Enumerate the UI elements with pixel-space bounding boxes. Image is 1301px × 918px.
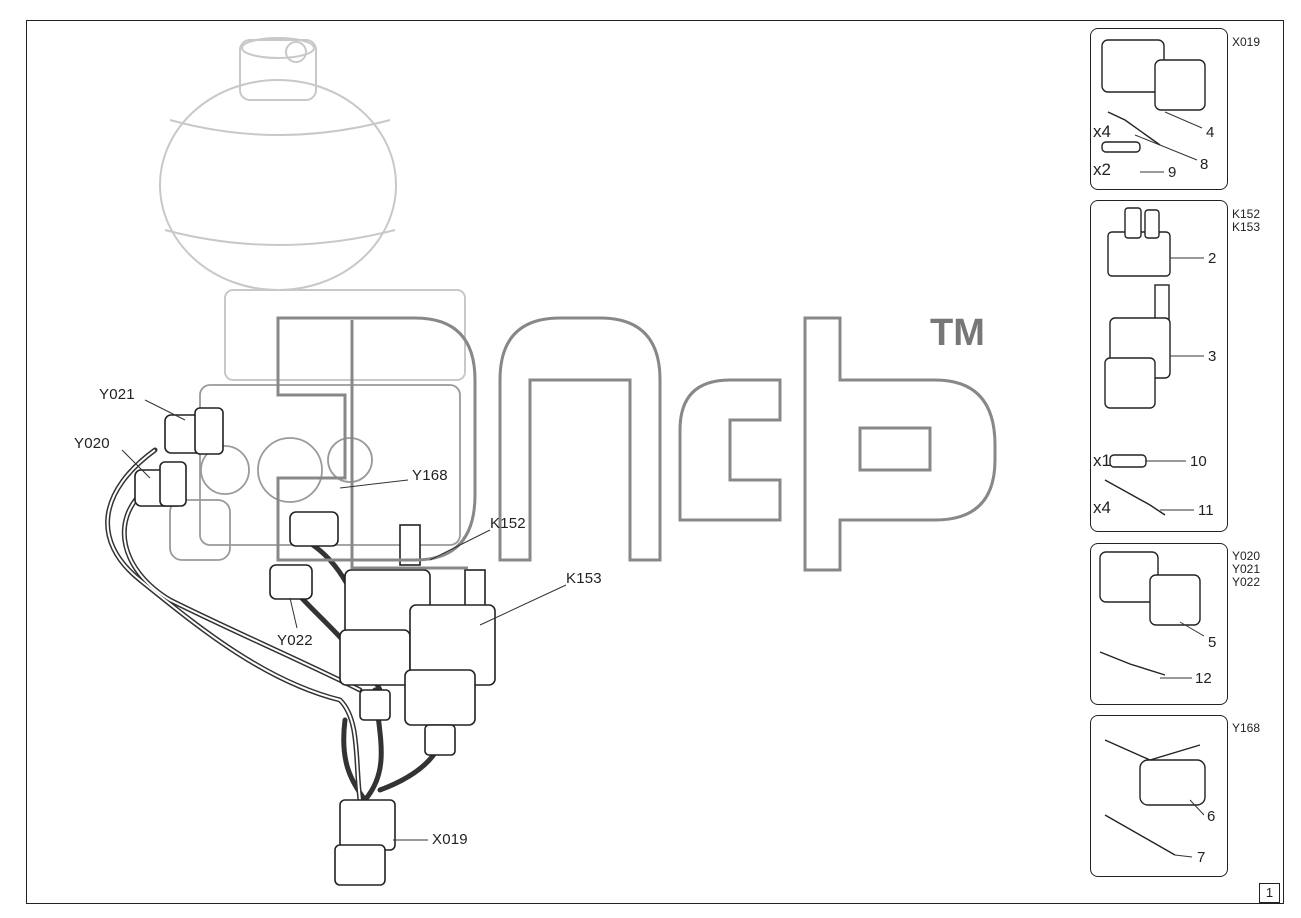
parts-panel-x019 <box>1090 28 1228 190</box>
panel4-code-y168: Y168 <box>1232 721 1261 735</box>
parts-panel-y020-y022 <box>1090 543 1228 705</box>
leader-lines <box>121 399 567 841</box>
panel2-qty-x1: x1 <box>1093 451 1111 470</box>
panel1-part-8: 8 <box>1200 156 1209 173</box>
watermark-logo <box>276 316 997 572</box>
connector-y021-shape <box>164 407 224 455</box>
panel3-code-y021: Y021 <box>1232 562 1261 576</box>
drawing-frame <box>26 20 1284 904</box>
panel2-code-k153: K153 <box>1232 220 1261 234</box>
trademark-mark: TM <box>930 312 985 354</box>
panel3-code-y020: Y020 <box>1232 549 1261 563</box>
panel1-code: X019 <box>1232 35 1261 49</box>
panel2-part-2: 2 <box>1208 250 1217 267</box>
connector-x019-shape <box>334 799 396 886</box>
part-drawings <box>1099 39 1206 856</box>
panel1-qty-x4: x4 <box>1093 122 1111 141</box>
connector-y168-shape <box>289 511 339 547</box>
panel2-code-k152: K152 <box>1232 207 1261 221</box>
panel2-qty-x4: x4 <box>1093 498 1111 517</box>
connector-y020-shape <box>134 461 187 507</box>
panel1-part-9: 9 <box>1168 164 1177 181</box>
panel3-part-12: 12 <box>1195 670 1212 687</box>
parts-panel-y168 <box>1090 715 1228 877</box>
page-number: 1 <box>1259 883 1280 903</box>
panel2-part-11: 11 <box>1198 502 1214 519</box>
panel4-part-6: 6 <box>1207 808 1216 825</box>
wire-harness-inner <box>106 449 361 801</box>
callout-y168: Y168 <box>412 467 448 484</box>
panel2-part-3: 3 <box>1208 348 1217 365</box>
accumulator-tank <box>159 37 466 381</box>
panel1-qty-x2: x2 <box>1093 160 1111 179</box>
callout-k152: K152 <box>490 515 526 532</box>
parts-panel-k152-k153 <box>1090 200 1228 532</box>
relay-k153-shape <box>404 569 496 756</box>
panel4-part-7: 7 <box>1197 849 1206 866</box>
callout-x019: X019 <box>432 831 468 848</box>
callout-y022: Y022 <box>277 632 313 649</box>
panel1-part-4: 4 <box>1206 124 1215 141</box>
callout-y021: Y021 <box>99 386 135 403</box>
callout-y020: Y020 <box>74 435 110 452</box>
part-leader-lines <box>1134 111 1205 858</box>
callout-k153: K153 <box>566 570 602 587</box>
connector-y022-shape <box>269 564 313 600</box>
panel3-code-y022: Y022 <box>1232 575 1261 589</box>
panel3-part-5: 5 <box>1208 634 1217 651</box>
panel2-part-10: 10 <box>1190 453 1207 470</box>
relay-k152-shape <box>339 524 431 721</box>
